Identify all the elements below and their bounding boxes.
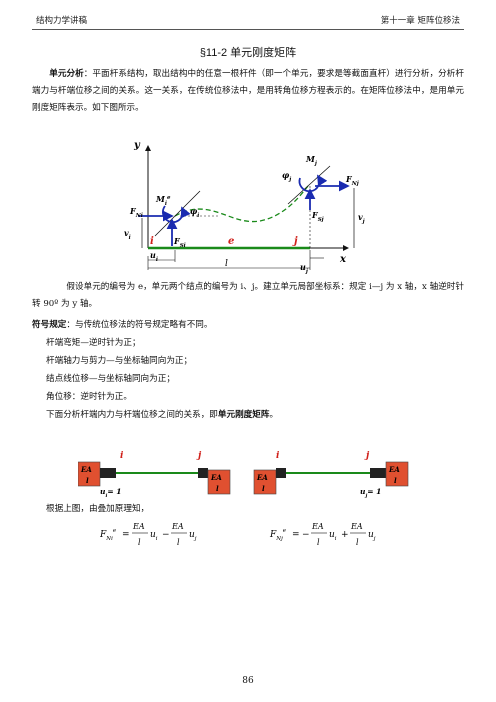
support-right-j xyxy=(385,461,409,487)
unit-displacement-figures: i j EA l EA l ui= 1 i j EA l EA l uj= 1 xyxy=(78,451,409,498)
page-number: 86 xyxy=(242,676,254,686)
sign-item-4: 角位移：逆时针为正。 xyxy=(46,392,132,402)
svg-text:EA: EA xyxy=(132,522,145,531)
case1-node-i: i xyxy=(120,451,124,461)
case1-ea-right: EA xyxy=(210,473,222,482)
spring-left-i xyxy=(100,468,116,478)
svg-text:EA: EA xyxy=(311,522,324,531)
sign-text: ：与传统位移法的符号规定略有不同。 xyxy=(66,320,213,330)
case2-node-j: j xyxy=(364,451,370,461)
node-j-label: j xyxy=(292,236,298,247)
tangent-j xyxy=(287,165,331,205)
svg-text:l: l xyxy=(177,538,180,547)
svg-text:uj: uj xyxy=(189,530,197,542)
sign-item-2: 杆端轴力与剪力—与坐标轴同向为正； xyxy=(46,356,193,366)
element-label: e xyxy=(228,236,234,247)
case1-l-right: l xyxy=(216,484,219,493)
header-right: 第十一章 矩阵位移法 xyxy=(380,16,460,26)
label-v-i: vi xyxy=(124,228,131,241)
case1-l-left: l xyxy=(86,476,89,485)
label-FN-i: FNi xyxy=(129,206,143,219)
svg-text:ui: ui xyxy=(329,530,337,542)
svg-text:EA: EA xyxy=(350,522,363,531)
intro-paragraph: 单元分析：平面杆系结构，取出结构中的任意一根杆件（即一个单元，要求是等截面直杆）… xyxy=(32,66,464,117)
svg-text:=: = xyxy=(122,530,130,540)
case-u-j: i j EA l EA l uj= 1 xyxy=(253,451,409,498)
label-M-i: Mie xyxy=(155,194,171,207)
formula-FNj: FNje = − EA l ui + EA l uj xyxy=(269,522,376,547)
section-title: §11-2 单元刚度矩阵 xyxy=(199,47,297,59)
label-FS-i: FSi xyxy=(173,236,186,249)
case2-disp: uj= 1 xyxy=(360,487,381,498)
svg-text:FNje: FNje xyxy=(269,528,287,542)
moment-M-i-arrow xyxy=(162,205,191,224)
svg-text:l: l xyxy=(317,538,320,547)
support-left-j xyxy=(207,469,231,495)
case1-disp: ui= 1 xyxy=(100,487,121,498)
x-axis-label: x xyxy=(339,254,347,265)
y-axis-label: y xyxy=(133,140,141,151)
para-stiffness-intro: 下面分析杆端内力与杆端位移之间的关系，即单元刚度矩阵。 xyxy=(46,410,279,420)
support-right-i xyxy=(253,469,277,495)
spring-right-i xyxy=(276,468,286,478)
moment-M-j-arrow xyxy=(298,174,328,193)
svg-text:+: + xyxy=(341,530,349,540)
svg-text:−: − xyxy=(302,530,310,540)
label-u-i: ui xyxy=(150,250,158,263)
element-figure: y x Mie FNi FSi φi Mj FNj FSj φj vi vj i… xyxy=(124,140,365,275)
case1-node-j: j xyxy=(196,451,202,461)
sign-convention: 符号规定：与传统位移法的符号规定略有不同。 xyxy=(32,318,213,332)
case1-ea-left: EA xyxy=(80,465,92,474)
case2-node-i: i xyxy=(276,451,280,461)
case2-ea-left: EA xyxy=(256,473,268,482)
label-length: l xyxy=(225,259,228,269)
deformed-shape xyxy=(174,185,309,223)
sign-lead: 符号规定 xyxy=(32,320,67,330)
label-v-j: vj xyxy=(358,212,365,225)
label-FS-j: FSj xyxy=(311,210,324,223)
sign-item-1: 杆端弯矩—逆时针为正； xyxy=(46,338,141,348)
formula-FNi: FNie = EA l ui − EA l uj xyxy=(100,522,197,547)
spring-left-j xyxy=(198,468,208,478)
svg-text:=: = xyxy=(292,530,300,540)
intro-lead: 单元分析 xyxy=(49,69,84,79)
svg-text:l: l xyxy=(138,538,141,547)
para-superposition: 根据上图，由叠加原理知， xyxy=(46,504,150,514)
sign-item-3: 结点线位移—与坐标轴同向为正； xyxy=(46,374,175,384)
para-assumption: 假设单元的编号为 e，单元两个结点的编号为 i、j。建立单元局部坐标系：规定 i… xyxy=(32,282,464,309)
svg-text:ui: ui xyxy=(150,530,158,542)
spring-right-j xyxy=(370,468,386,478)
case2-l-right: l xyxy=(394,476,397,485)
label-phi-j: φj xyxy=(282,170,291,183)
node-i-label: i xyxy=(150,236,154,247)
header-left: 结构力学讲稿 xyxy=(36,16,88,26)
svg-text:FNie: FNie xyxy=(100,528,117,542)
case2-ea-right: EA xyxy=(388,465,400,474)
svg-text:l: l xyxy=(356,538,359,547)
svg-text:−: − xyxy=(162,530,170,540)
stiffness-matrix-term: 单元刚度矩阵 xyxy=(217,410,270,420)
label-phi-i: φi xyxy=(190,206,199,219)
label-M-j: Mj xyxy=(305,154,317,167)
label-FN-j: FNj xyxy=(345,174,359,187)
case2-l-left: l xyxy=(262,484,265,493)
header-divider xyxy=(32,29,464,30)
tangent-i xyxy=(154,190,201,237)
svg-text:uj: uj xyxy=(368,530,376,542)
svg-text:EA: EA xyxy=(171,522,184,531)
stiffness-formulas: FNie = EA l ui − EA l uj FNje = − EA l u… xyxy=(100,522,376,547)
label-u-j: uj xyxy=(300,262,308,275)
intro-text: ：平面杆系结构，取出结构中的任意一根杆件（即一个单元，要求是等截面直杆）进行分析… xyxy=(32,69,464,113)
case-u-i: i j EA l EA l ui= 1 xyxy=(78,451,231,498)
